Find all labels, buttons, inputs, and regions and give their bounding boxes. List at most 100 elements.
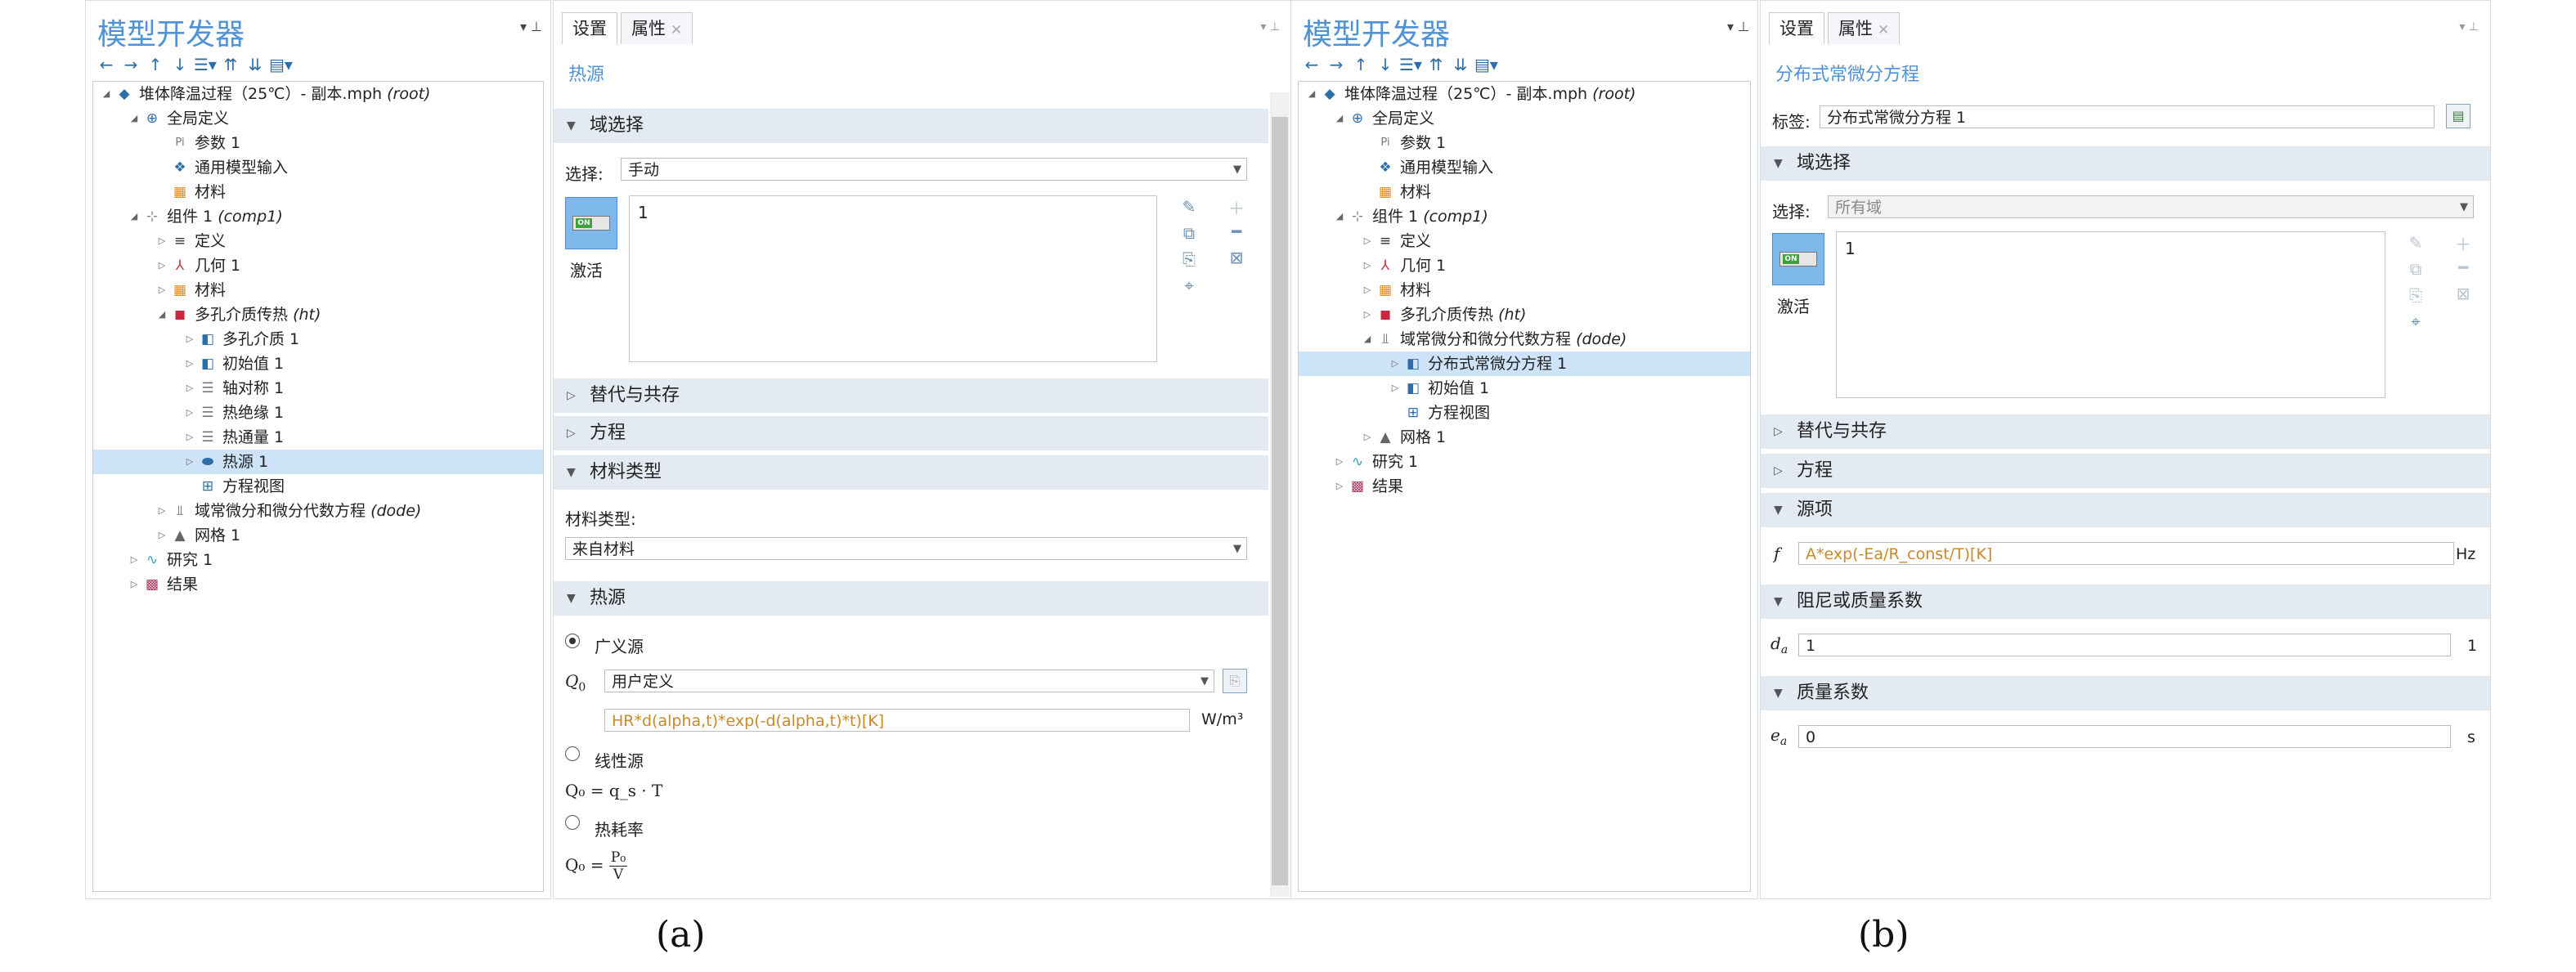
expand-arrow-icon[interactable]: ▷ [130,579,138,589]
panel-menu-icon[interactable]: ▾ ⊥ [2459,20,2479,34]
expand-arrow-icon[interactable]: ▷ [158,260,166,271]
tree-node-distributed-ode[interactable]: ▷◧分布式常微分方程 1 [1299,352,1750,376]
tree-node-definitions[interactable]: ▷≡定义 [93,229,543,253]
arrow-down-icon[interactable]: ↓ [173,55,187,74]
q0-expression-field[interactable]: HR*d(alpha,t)*exp(-d(alpha,t)*t)[K] [604,709,1190,732]
zoom-to-selection-icon[interactable]: ⌖ [2411,311,2421,331]
section-mass-coefficient[interactable]: 质量系数 [1761,676,2490,710]
tree-node-dode[interactable]: ◢⫫域常微分和微分代数方程 (dode) [1299,327,1750,352]
general-source-radio[interactable] [565,634,580,648]
tab-settings[interactable]: 设置 [1769,12,1824,44]
expand-arrow-icon[interactable]: ▷ [1335,481,1344,491]
node-label-field[interactable]: 分布式常微分方程 1 [1820,105,2435,128]
tab-properties[interactable]: 属性✕ [1828,12,1901,44]
copy-icon[interactable]: ⧉ [2409,259,2422,279]
view-icon[interactable]: ▤▾ [1474,55,1498,74]
domain-list[interactable]: 1 [629,195,1157,362]
show-icon[interactable]: ☰▾ [1399,55,1422,74]
collapse-arrow-icon[interactable]: ◢ [158,309,166,320]
tree-node-geometry[interactable]: ▷⅄几何 1 [1299,253,1750,278]
tree-node-component[interactable]: ◢⊹组件 1 (comp1) [1299,204,1750,229]
expand-arrow-icon[interactable]: ▷ [158,505,166,516]
tree-node-study[interactable]: ▷∿研究 1 [1299,450,1750,474]
tree-node-initial-values[interactable]: ▷◧初始值 1 [93,352,543,376]
tree-node-global-materials[interactable]: ▦材料 [93,180,543,204]
panel-menu-icon[interactable]: ▾ ⊥ [1260,20,1280,34]
section-material-type[interactable]: 材料类型 [554,455,1268,490]
section-domain-selection[interactable]: 域选择 [1761,146,2490,181]
expand-arrow-icon[interactable]: ▷ [1391,383,1399,393]
tree-node-mesh[interactable]: ▷▲网格 1 [1299,425,1750,450]
expand-arrow-icon[interactable]: ▷ [1363,260,1371,271]
section-domain-selection[interactable]: 域选择 [554,109,1268,143]
tree-node-global-definitions[interactable]: ◢⊕全局定义 [1299,106,1750,131]
collapse-arrow-icon[interactable]: ◢ [1363,334,1371,344]
list-item[interactable]: 1 [638,203,648,222]
close-icon[interactable]: ✕ [671,22,683,38]
paste-icon[interactable]: ⎘ [1183,249,1196,269]
tree-node-component[interactable]: ◢⊹组件 1 (comp1) [93,204,543,229]
damping-coefficient-field[interactable]: 1 [1798,634,2451,656]
collapse-arrow-icon[interactable]: ◢ [1335,113,1344,123]
panel-menu-icon[interactable]: ▾ ⊥ [1726,19,1749,34]
tree-node-global-materials[interactable]: ▦材料 [1299,180,1750,204]
section-source-term[interactable]: 源项 [1761,493,2490,527]
expand-arrow-icon[interactable]: ▷ [186,407,194,418]
domain-list[interactable]: 1 [1836,231,2385,398]
expand-arrow-icon[interactable]: ▷ [158,284,166,295]
expand-arrow-icon[interactable]: ▷ [186,456,194,467]
expand-all-icon[interactable]: ⇊ [1453,55,1468,74]
tree-node-equation-view[interactable]: ⊞方程视图 [93,474,543,499]
expand-arrow-icon[interactable]: ▷ [186,358,194,369]
tab-properties[interactable]: 属性✕ [621,12,693,44]
tree-node-thermal-insulation[interactable]: ▷☰热绝缘 1 [93,401,543,425]
arrow-up-icon[interactable]: ↑ [1353,55,1368,74]
collapse-arrow-icon[interactable]: ◢ [130,113,138,123]
arrow-down-icon[interactable]: ↓ [1378,55,1393,74]
view-icon[interactable]: ▤▾ [268,55,293,74]
tree-node-porous-heat-transfer[interactable]: ▷◼多孔介质传热 (ht) [1299,302,1750,327]
expand-arrow-icon[interactable]: ▷ [158,530,166,540]
arrow-right-icon[interactable]: → [123,55,138,74]
mass-coefficient-field[interactable]: 0 [1798,725,2451,748]
tree-node-global-definitions[interactable]: ◢⊕全局定义 [93,106,543,131]
tree-node-porous-heat-transfer[interactable]: ◢◼多孔介质传热 (ht) [93,302,543,327]
expand-all-icon[interactable]: ⇊ [248,55,263,74]
expand-arrow-icon[interactable]: ▷ [1335,456,1344,467]
tree-node-model-inputs[interactable]: ❖通用模型输入 [93,155,543,180]
expand-arrow-icon[interactable]: ▷ [130,554,138,565]
source-term-field[interactable]: A*exp(-Ea/R_const/T)[K] [1798,542,2454,565]
tree-node-mesh[interactable]: ▷▲网格 1 [93,523,543,548]
section-equation[interactable]: 方程 [554,416,1268,450]
paste-icon[interactable]: ⎘ [2409,285,2422,305]
tree-node-dode[interactable]: ▷⫫域常微分和微分代数方程 (dode) [93,499,543,523]
tree-node-model-inputs[interactable]: ❖通用模型输入 [1299,155,1750,180]
paste-selection-icon[interactable]: ✎ [2408,233,2423,253]
zoom-to-selection-icon[interactable]: ⌖ [1184,275,1194,295]
tree-node-results[interactable]: ▷▩结果 [1299,474,1750,499]
section-override-coexistence[interactable]: 替代与共存 [1761,414,2490,449]
clear-selection-icon[interactable]: ⊠ [2456,284,2471,303]
tree-node-initial-values[interactable]: ▷◧初始值 1 [1299,376,1750,401]
material-type-dropdown[interactable]: 来自材料▼ [565,537,1247,560]
close-icon[interactable]: ✕ [1878,22,1890,38]
vertical-scrollbar[interactable] [1270,92,1290,897]
expand-arrow-icon[interactable]: ▷ [1363,432,1371,442]
tree-node-root[interactable]: ◢◆堆体降温过程（25℃）- 副本.mph (root) [1299,82,1750,106]
tree-node-definitions[interactable]: ▷≡定义 [1299,229,1750,253]
tree-node-heat-source[interactable]: ▷⬬热源 1 [93,450,543,474]
list-item[interactable]: 1 [1845,239,1856,258]
tree-node-materials[interactable]: ▷▦材料 [1299,278,1750,302]
expand-arrow-icon[interactable]: ▷ [186,432,194,442]
expand-arrow-icon[interactable]: ▷ [186,383,194,393]
collapse-arrow-icon[interactable]: ◢ [1308,88,1316,99]
tab-settings[interactable]: 设置 [562,12,617,44]
copy-icon[interactable]: ⧉ [1183,223,1196,243]
add-icon[interactable]: ＋ [1228,199,1245,218]
label-options-icon[interactable]: ▤ [2446,104,2471,128]
expand-arrow-icon[interactable]: ▷ [1391,358,1399,369]
collapse-arrow-icon[interactable]: ◢ [1335,211,1344,222]
selection-dropdown[interactable]: 所有域▼ [1828,195,2474,218]
tree-node-axial-symmetry[interactable]: ▷☰轴对称 1 [93,376,543,401]
